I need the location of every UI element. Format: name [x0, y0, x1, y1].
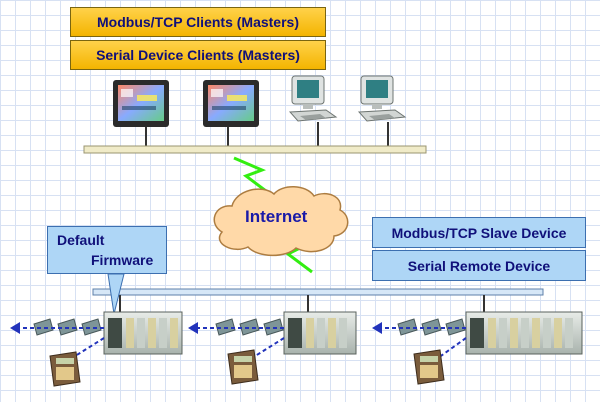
internet-label: Internet — [245, 207, 308, 226]
keypad-terminal-icon — [413, 349, 445, 385]
callout-line-1: Default — [57, 232, 105, 248]
keypad-terminal-icon — [49, 351, 81, 387]
wireless-link-lightning — [233, 156, 271, 196]
modbus-tcp-slave-label: Modbus/TCP Slave Device — [372, 217, 586, 248]
pc-workstation-icon — [288, 75, 338, 122]
keypad-terminal-icon — [227, 349, 259, 385]
serial-device-clients-label: Serial Device Clients (Masters) — [70, 40, 326, 70]
callout-pointer — [107, 273, 125, 315]
hmi-panel-icon — [203, 80, 259, 127]
serial-remote-device-label: Serial Remote Device — [372, 250, 586, 281]
internet-cloud-icon — [213, 186, 349, 257]
arrow-left-icon — [372, 322, 382, 334]
client-network-bus — [83, 122, 427, 154]
plc-controller-icon — [465, 311, 583, 355]
modbus-tcp-clients-label: Modbus/TCP Clients (Masters) — [70, 7, 326, 37]
pc-workstation-icon — [357, 75, 407, 122]
plc-controller-icon — [283, 311, 357, 355]
callout-line-2: Firmware — [91, 252, 154, 268]
default-firmware-callout: Default Firmware — [47, 226, 167, 274]
hmi-panel-icon — [113, 80, 169, 127]
device-network-bus — [92, 288, 544, 313]
arrow-left-icon — [188, 322, 198, 334]
plc-controller-icon — [103, 311, 183, 355]
arrow-left-icon — [10, 322, 20, 334]
